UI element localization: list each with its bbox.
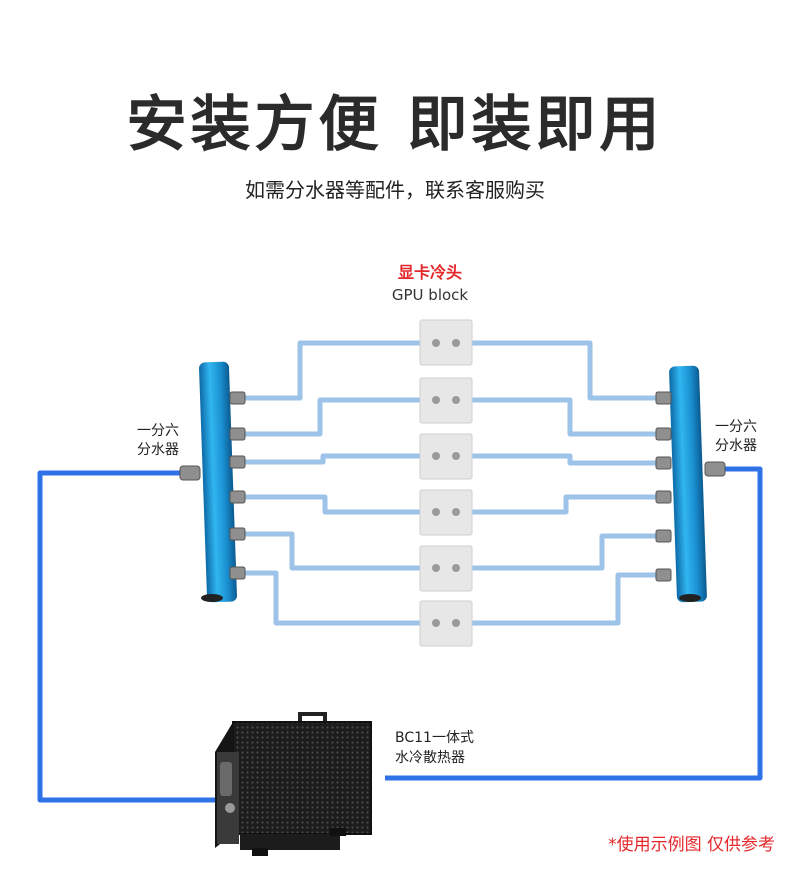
- branch-pipes-left: [245, 340, 425, 626]
- manifold-left-label: 一分六 分水器: [128, 422, 188, 460]
- main-pipe-left: [37, 470, 215, 803]
- gpu-block-label: 显卡冷头 GPU block: [345, 262, 515, 306]
- radiator-label-line1: BC11一体式: [395, 730, 474, 746]
- gpu-block-label-en: GPU block: [391, 286, 469, 304]
- manifold-left-label-line2: 分水器: [137, 442, 179, 458]
- main-pipe-loop: [37, 466, 763, 803]
- branch-pipes-right: [465, 340, 660, 626]
- example-footnote: *使用示例图 仅供参考: [608, 835, 775, 855]
- main-pipe-right: [385, 466, 763, 781]
- manifold-right-label: 一分六 分水器: [706, 418, 766, 456]
- gpu-block: [419, 600, 473, 647]
- gpu-block: [419, 319, 473, 366]
- gpu-block: [419, 545, 473, 592]
- gpu-block: [419, 489, 473, 536]
- page-subtitle: 如需分水器等配件，联系客服购买: [245, 178, 545, 202]
- manifold-left-label-line1: 一分六: [137, 423, 179, 439]
- page-title: 安装方便 即装即用: [126, 90, 664, 160]
- gpu-block-label-cn: 显卡冷头: [397, 263, 462, 282]
- radiator-label-line2: 水冷散热器: [395, 750, 465, 766]
- gpu-block: [419, 377, 473, 424]
- manifold-right-label-line2: 分水器: [715, 438, 757, 454]
- manifold-left: [179, 361, 246, 603]
- gpu-blocks: [419, 319, 473, 647]
- manifold-right: [655, 365, 726, 603]
- radiator-unit: [215, 712, 372, 856]
- radiator-label: BC11一体式 水冷散热器: [395, 728, 474, 768]
- manifold-right-label-line1: 一分六: [715, 419, 757, 435]
- gpu-block: [419, 433, 473, 480]
